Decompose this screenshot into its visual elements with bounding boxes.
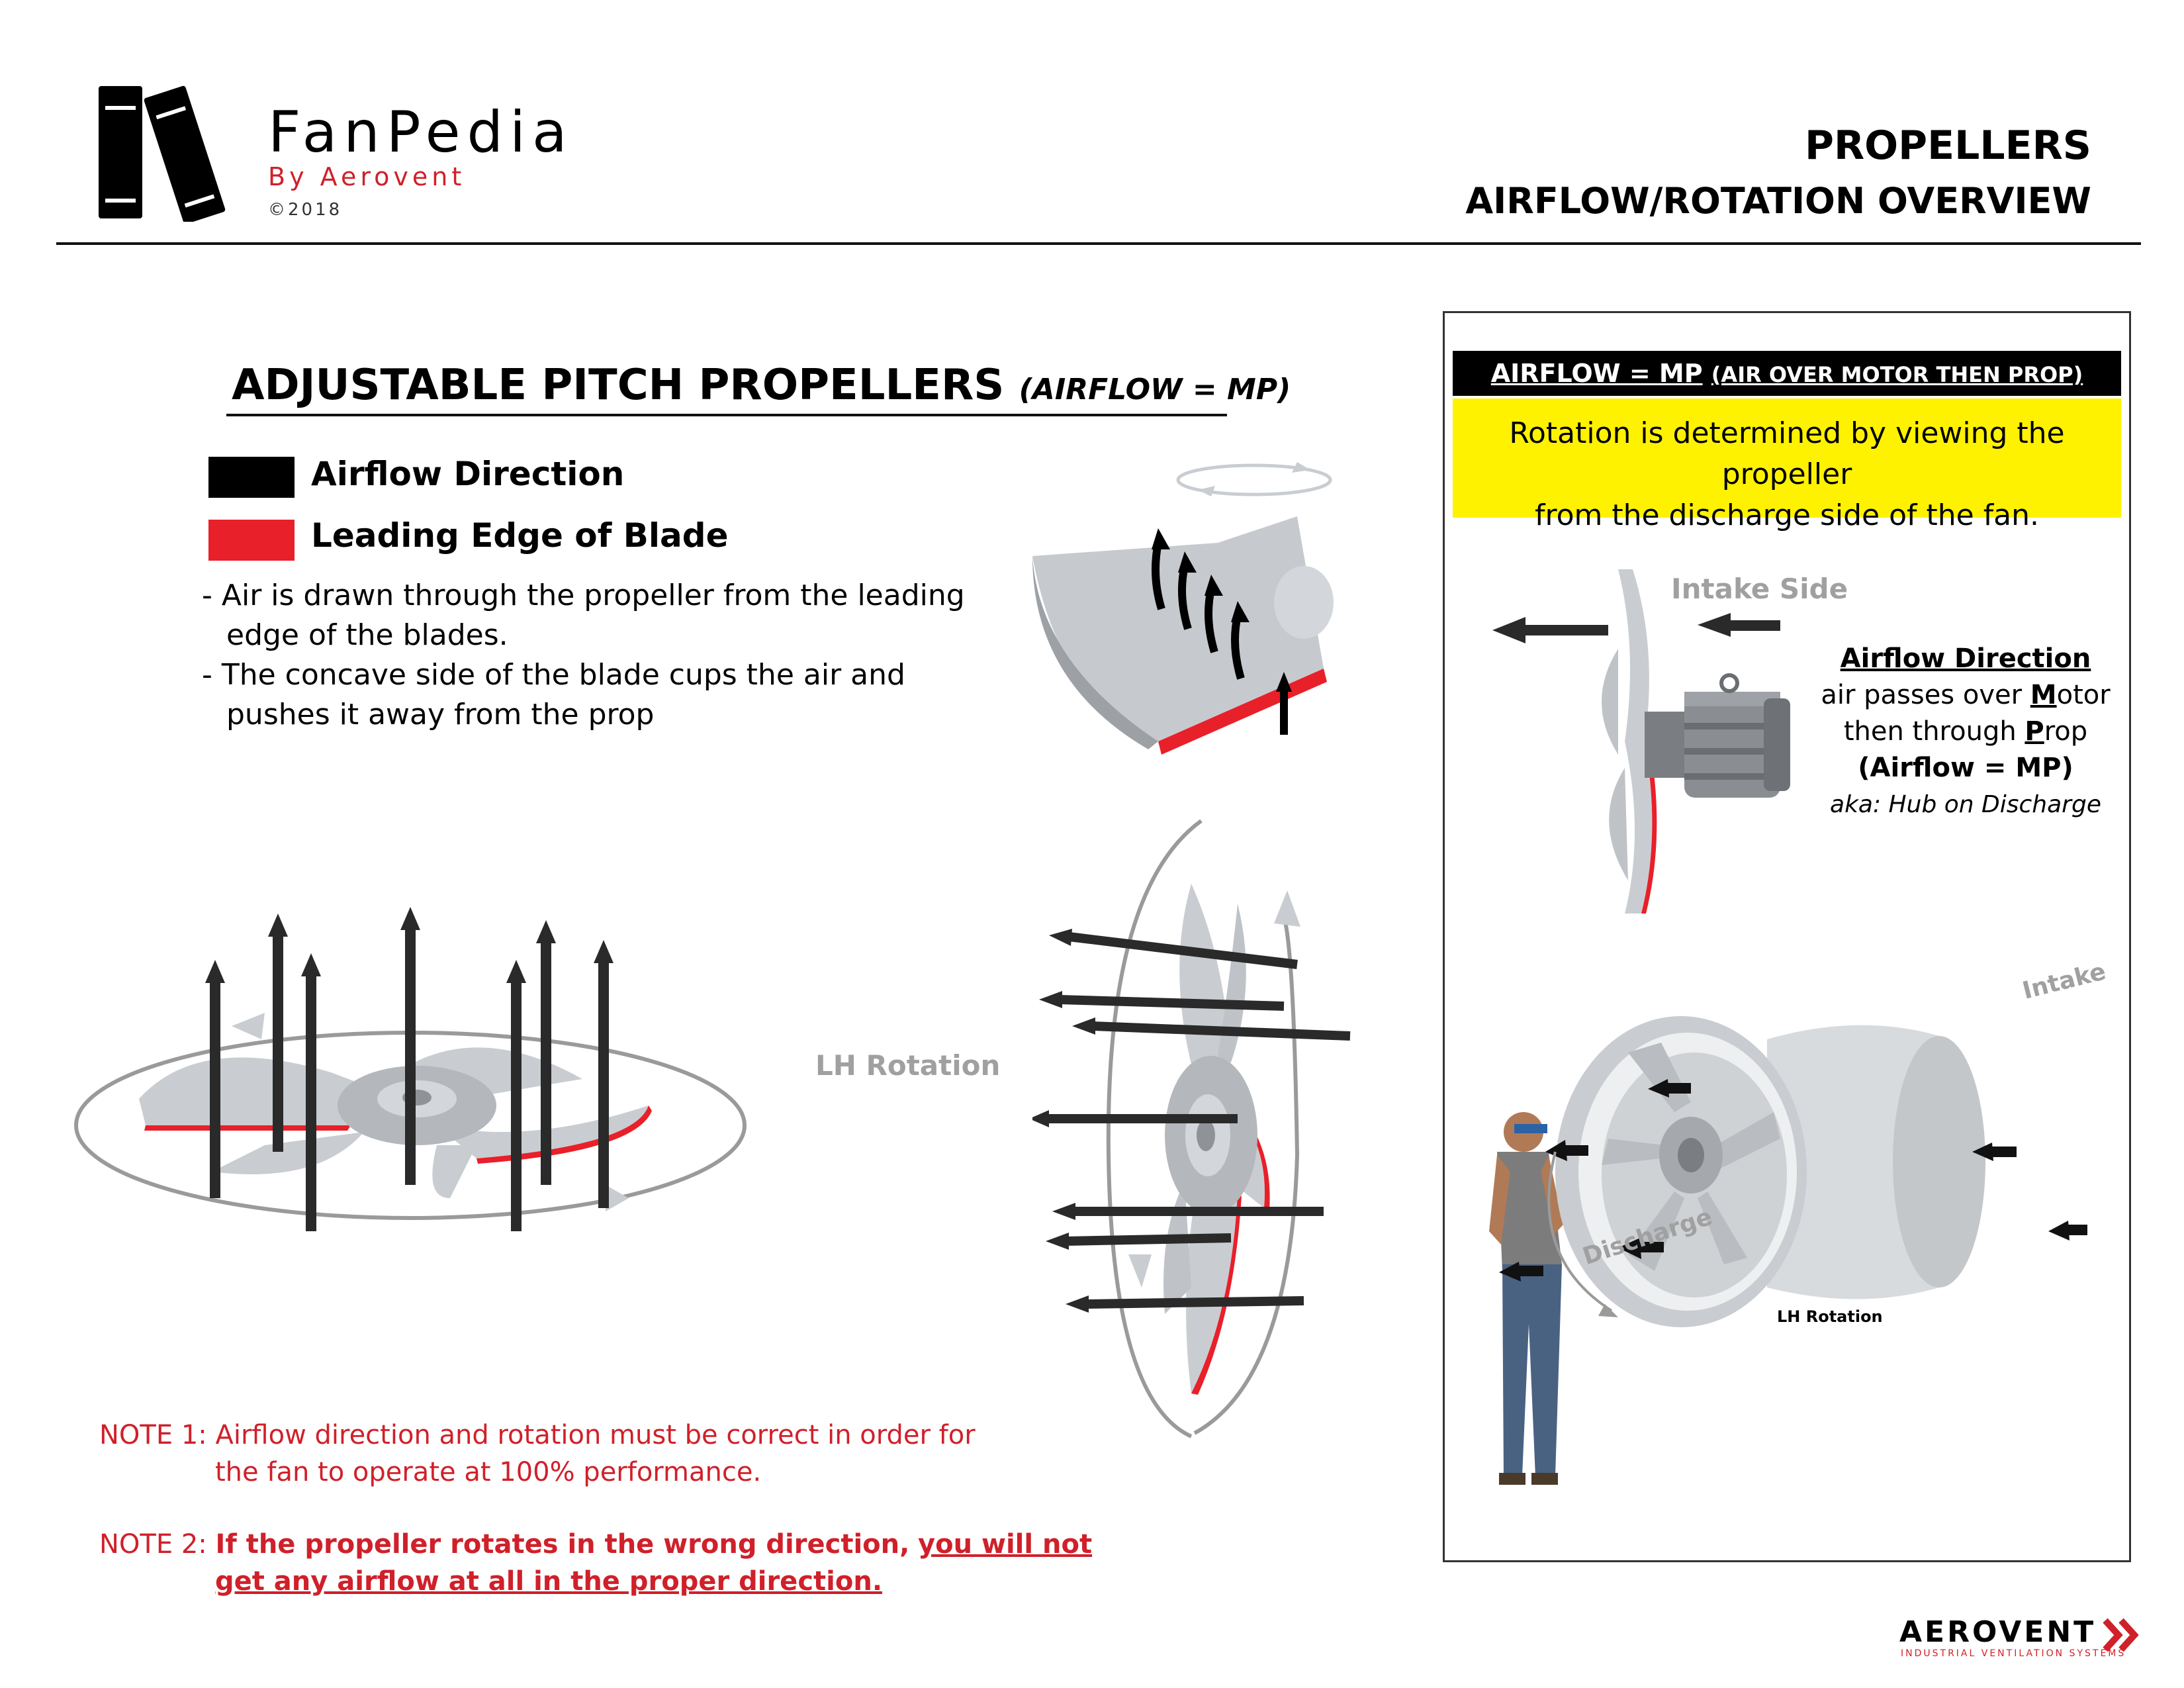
note-2-line-2: get any airflow at all in the proper dir…: [215, 1563, 882, 1600]
airflow-line-2: then through Prop: [1787, 714, 2144, 750]
airflow-line-3: (Airflow = MP): [1858, 753, 2073, 783]
propeller-horizontal-illustration: [66, 907, 754, 1264]
brand-title: FanPedia: [268, 99, 574, 165]
note-1-line-1: NOTE 1: Airflow direction and rotation m…: [99, 1417, 976, 1454]
chevron-icon: [2101, 1617, 2141, 1654]
panel-rotation-label: LH Rotation: [1777, 1307, 1883, 1326]
airflow-line-1-post: otor: [2056, 680, 2111, 710]
page-title: PROPELLERS: [1804, 122, 2091, 169]
airflow-line-2-pre: then through: [1843, 716, 2025, 747]
airflow-direction-block: Airflow Direction air passes over Motor …: [1787, 641, 2144, 823]
rotation-label: LH Rotation: [815, 1049, 1001, 1082]
section-title: ADJUSTABLE PITCH PROPELLERS (AIRFLOW = M…: [232, 361, 1291, 410]
airflow-line-1-key: M: [2030, 680, 2057, 710]
note-1-text: Airflow direction and rotation must be c…: [215, 1420, 976, 1450]
rotation-info-line-2: from the discharge side of the fan.: [1534, 498, 2040, 532]
airflow-line-2-key: P: [2025, 716, 2044, 747]
note-2-underlined-line: get any airflow at all in the proper dir…: [215, 1566, 883, 1597]
airflow-direction-heading: Airflow Direction: [1840, 643, 2091, 674]
legend-label-airflow: Airflow Direction: [311, 455, 625, 493]
brand-subtitle: By Aerovent: [268, 162, 466, 191]
page-subtitle: AIRFLOW/ROTATION OVERVIEW: [1465, 180, 2091, 222]
fanpedia-logo-icon: [96, 79, 238, 224]
legend-swatch-leading-edge: [208, 520, 295, 561]
section-title-tag: (AIRFLOW = MP): [1019, 373, 1291, 406]
footer-logo: AEROVENT: [1899, 1615, 2097, 1649]
section-title-text: ADJUSTABLE PITCH PROPELLERS: [232, 361, 1005, 410]
propeller-vertical-illustration: [1029, 811, 1363, 1446]
description-line-3: - The concave side of the blade cups the…: [202, 658, 905, 692]
note-1-line-2: the fan to operate at 100% performance.: [215, 1457, 762, 1487]
fan-housing-illustration: [1463, 953, 2124, 1536]
legend-swatch-airflow: [208, 457, 295, 498]
section-underline: [226, 414, 1227, 416]
motor-prop-side-illustration: [1486, 569, 1790, 920]
description-line-2: edge of the blades.: [226, 618, 508, 652]
header-divider: [56, 242, 2141, 245]
blade-closeup-illustration: [1019, 450, 1403, 761]
rotation-info-box: Rotation is determined by viewing the pr…: [1453, 399, 2121, 532]
note-1-label: NOTE 1:: [99, 1420, 207, 1450]
note-2-underlined-text: you will not: [918, 1529, 1093, 1560]
panel-heading-detail: (AIR OVER MOTOR THEN PROP): [1711, 362, 2083, 387]
note-2-line-1: NOTE 2: If the propeller rotates in the …: [99, 1526, 1092, 1563]
airflow-aka: aka: Hub on Discharge: [1830, 791, 2101, 818]
panel-heading-bar: AIRFLOW = MP (AIR OVER MOTOR THEN PROP): [1453, 351, 2121, 396]
footer-tagline: INDUSTRIAL VENTILATION SYSTEMS: [1901, 1648, 2126, 1659]
description-line-4: pushes it away from the prop: [226, 698, 655, 731]
airflow-mp-panel: [1443, 311, 2131, 1562]
intake-side-label: Intake Side: [1671, 573, 1848, 605]
airflow-line-1: air passes over Motor: [1787, 677, 2144, 714]
rotation-info-line-1: Rotation is determined by viewing the pr…: [1509, 416, 2065, 491]
brand-copyright: ©2018: [268, 200, 343, 220]
legend-label-leading-edge: Leading Edge of Blade: [311, 516, 729, 555]
airflow-line-2-post: rop: [2044, 716, 2088, 747]
airflow-line-1-pre: air passes over: [1821, 680, 2030, 710]
note-2-label: NOTE 2:: [99, 1529, 207, 1560]
panel-heading-main: AIRFLOW = MP: [1490, 359, 1703, 388]
description-line-1: - Air is drawn through the propeller fro…: [202, 579, 965, 612]
note-2-bold-text: If the propeller rotates in the wrong di…: [215, 1529, 910, 1560]
